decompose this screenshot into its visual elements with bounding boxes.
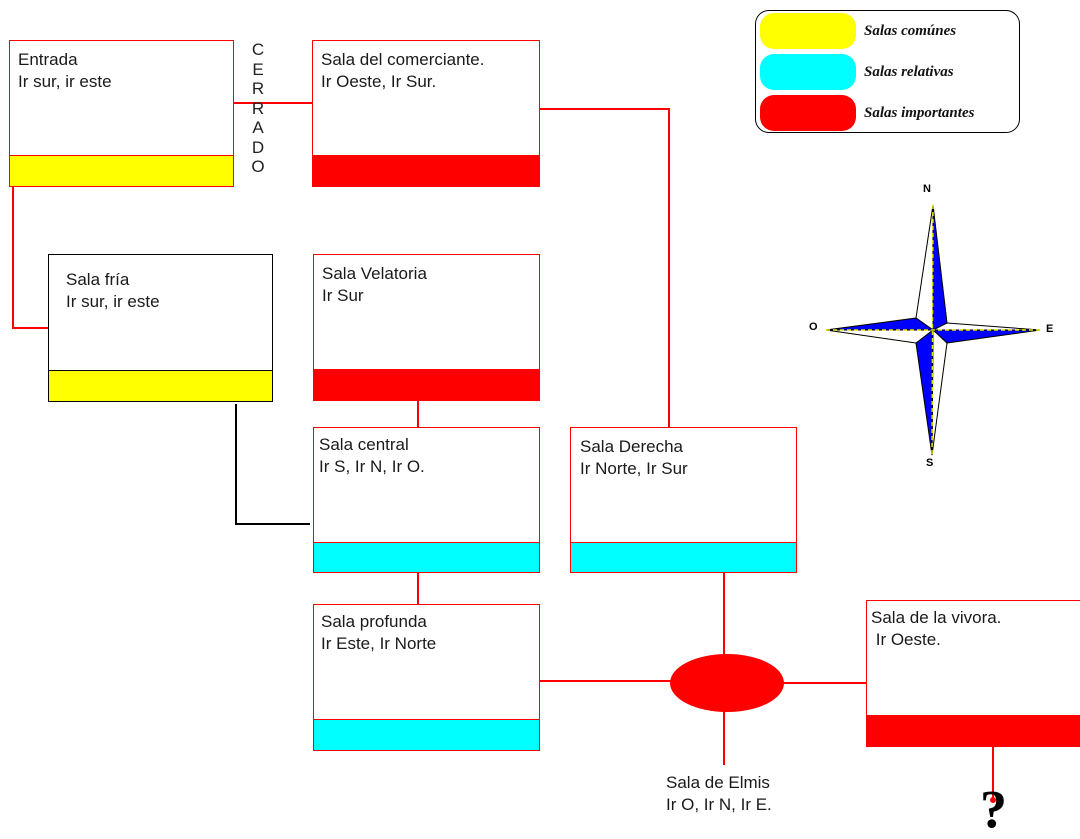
compass-east-label: E (1046, 323, 1053, 335)
compass-north-label: N (923, 183, 931, 195)
unknown-room-marker: ? (980, 782, 1007, 836)
compass-west-label: O (809, 321, 818, 333)
compass-south-label: S (926, 457, 933, 469)
